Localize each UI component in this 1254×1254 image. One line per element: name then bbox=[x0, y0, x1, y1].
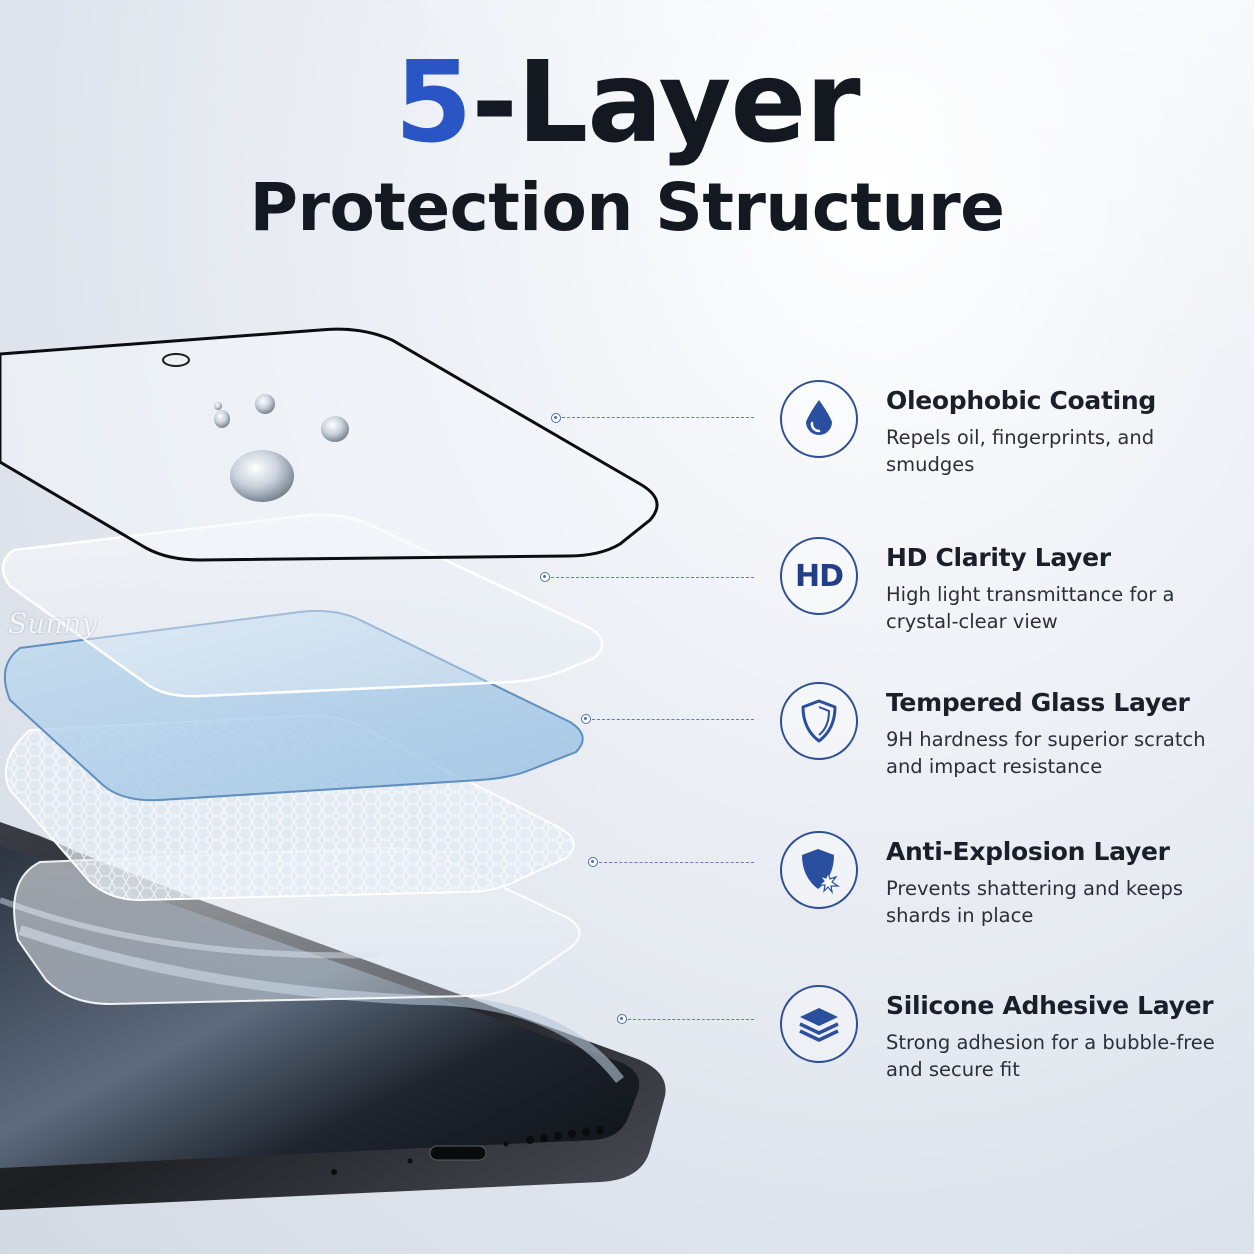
feature-description: Prevents shattering and keeps shards in … bbox=[886, 877, 1184, 927]
connector-dot bbox=[617, 1014, 627, 1024]
shield-burst-icon bbox=[780, 831, 858, 909]
water-droplets bbox=[214, 394, 349, 502]
title-rest: -Layer bbox=[471, 38, 860, 168]
connector-line bbox=[551, 577, 754, 578]
hd-icon: HD bbox=[780, 537, 858, 615]
feature-title: Tempered Glass Layer bbox=[886, 688, 1190, 717]
feature-title: HD Clarity Layer bbox=[886, 543, 1111, 572]
connector-line bbox=[599, 862, 754, 863]
title-number: 5 bbox=[394, 38, 472, 168]
feature-description: Strong adhesion for a bubble-free and se… bbox=[886, 1031, 1215, 1081]
feature-hd-clarity: HD HD Clarity Layer High light transmitt… bbox=[780, 537, 1240, 647]
feature-title: Anti-Explosion Layer bbox=[886, 837, 1170, 866]
feature-title: Silicone Adhesive Layer bbox=[886, 991, 1214, 1020]
hd-icon-label: HD bbox=[794, 558, 844, 594]
feature-silicone-adhesive: Silicone Adhesive Layer Strong adhesion … bbox=[780, 985, 1240, 1095]
watermark: Sunny bbox=[8, 607, 98, 640]
feature-description: 9H hardness for superior scratch and imp… bbox=[886, 728, 1206, 778]
feature-oleophobic: Oleophobic Coating Repels oil, fingerpri… bbox=[780, 380, 1240, 490]
feature-tempered-glass: Tempered Glass Layer 9H hardness for sup… bbox=[780, 682, 1240, 792]
title-main: 5-Layer bbox=[0, 38, 1254, 168]
feature-description: Repels oil, fingerprints, and smudges bbox=[886, 426, 1155, 476]
layers-icon bbox=[780, 985, 858, 1063]
feature-title: Oleophobic Coating bbox=[886, 386, 1157, 415]
connector-line bbox=[592, 719, 754, 720]
connector-line bbox=[562, 417, 754, 418]
connector-dot bbox=[540, 572, 550, 582]
title-subtitle: Protection Structure bbox=[249, 169, 1005, 246]
shield-icon bbox=[780, 682, 858, 760]
feature-anti-explosion: Anti-Explosion Layer Prevents shattering… bbox=[780, 831, 1240, 941]
connector-dot bbox=[551, 413, 561, 423]
feature-description: High light transmittance for a crystal-c… bbox=[886, 583, 1175, 633]
connector-line bbox=[628, 1019, 754, 1020]
layer-oleophobic bbox=[0, 327, 659, 562]
connector-dot bbox=[581, 714, 591, 724]
water-drop-icon bbox=[780, 380, 858, 458]
connector-dot bbox=[588, 857, 598, 867]
